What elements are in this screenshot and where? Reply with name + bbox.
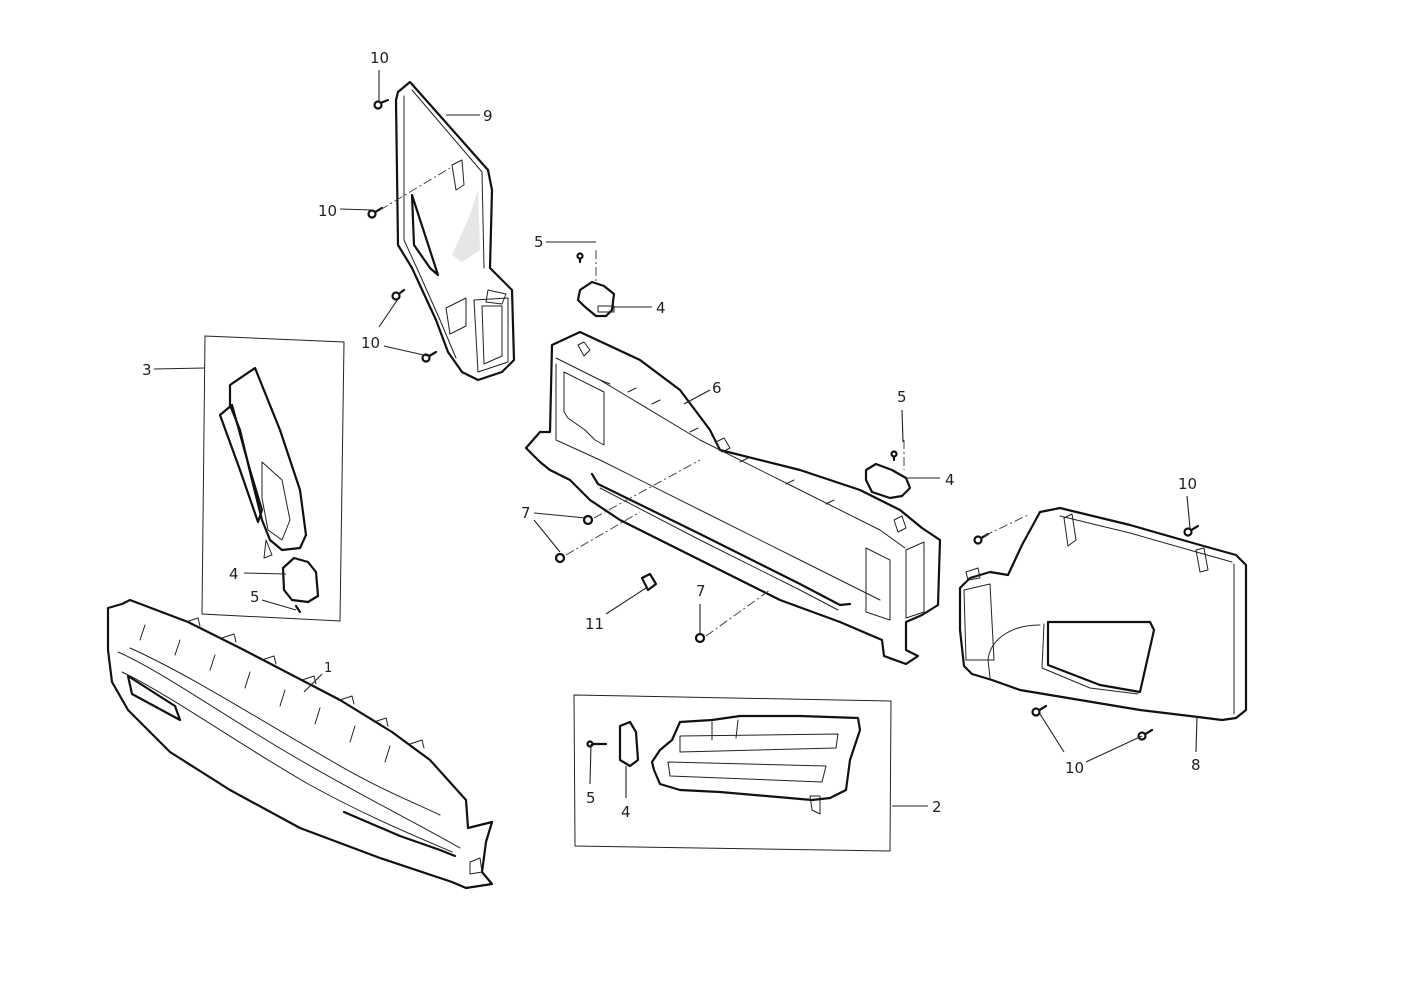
callout-5-right: 5	[897, 388, 907, 406]
callout-8: 8	[1191, 756, 1201, 774]
part-6-centre-shroud	[524, 330, 942, 666]
callout-7-bottom: 7	[696, 582, 706, 600]
callout-4-right: 4	[945, 471, 955, 489]
callout-5-kit3: 5	[250, 588, 260, 606]
assembly-lines	[379, 167, 1031, 637]
callout-10-top: 10	[370, 49, 389, 67]
actuator-4-top	[576, 280, 616, 318]
actuator-4-right	[864, 462, 912, 500]
callout-9: 9	[483, 107, 493, 125]
callout-2: 2	[932, 798, 942, 816]
callout-3: 3	[142, 361, 152, 379]
fastener-screws	[294, 98, 1200, 748]
part-8-right-deflector	[958, 506, 1248, 722]
callout-10-lower: 10	[361, 334, 380, 352]
callout-labels: 1 2 3 4 4 4 4 5 5 5 5 6 7 7 8 9 10 10 10…	[142, 49, 1201, 821]
callout-11: 11	[585, 615, 604, 633]
callout-5-top: 5	[534, 233, 544, 251]
callout-10-mid: 10	[318, 202, 337, 220]
part-3-kit-box	[201, 335, 345, 622]
part-1-lower-grille-panel	[106, 598, 494, 890]
part-9-left-deflector	[394, 80, 516, 382]
fastener-clips	[554, 514, 706, 644]
callout-10-right-bottom: 10	[1065, 759, 1084, 777]
part-2-kit-box	[573, 694, 892, 852]
callout-5-kit2: 5	[586, 789, 596, 807]
callout-10-right-top: 10	[1178, 475, 1197, 493]
callout-6: 6	[712, 379, 722, 397]
callout-7-left: 7	[521, 504, 531, 522]
callout-1: 1	[324, 661, 332, 676]
callout-4-kit3: 4	[229, 565, 239, 583]
callout-4-kit2: 4	[621, 803, 631, 821]
leader-lines	[153, 70, 1198, 807]
callout-4-top: 4	[656, 299, 666, 317]
